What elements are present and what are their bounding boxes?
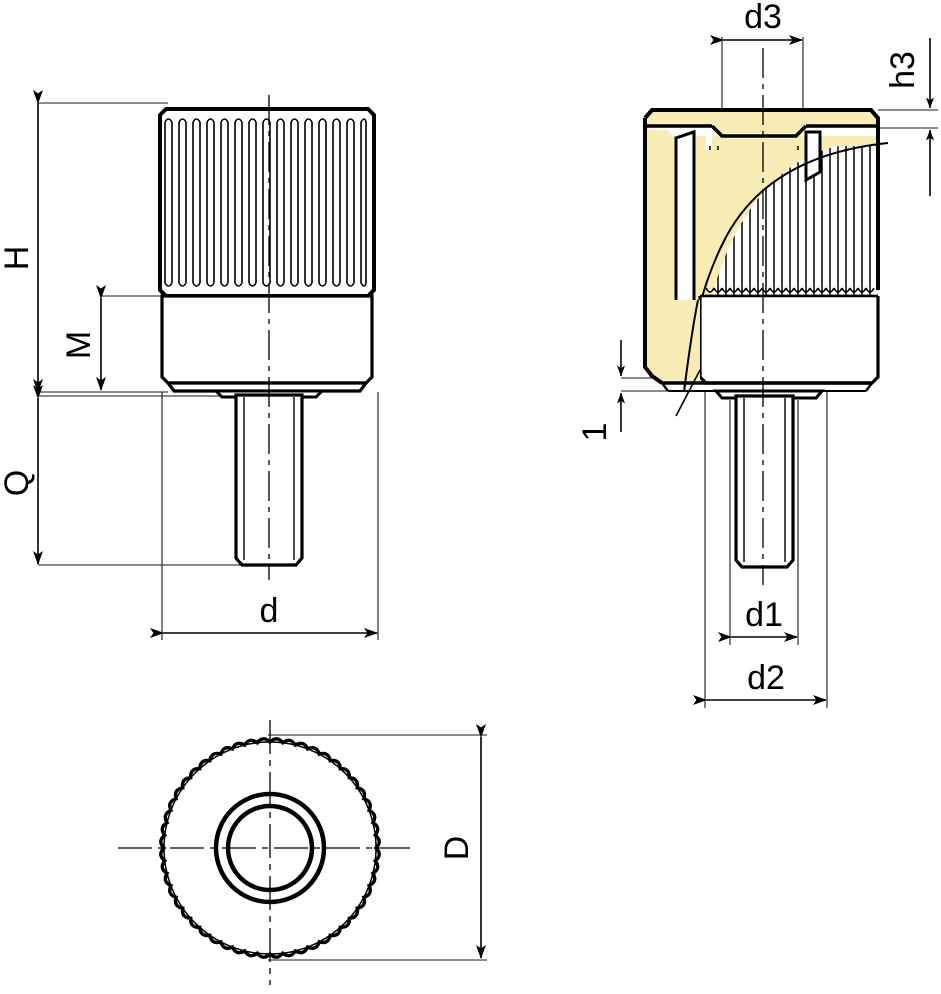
dimension-label-H: H <box>0 246 36 271</box>
dimension-h3: h3 <box>884 38 934 196</box>
section-threaded-shaft <box>734 394 795 569</box>
plan-extension-lines <box>268 734 487 961</box>
knob-collar <box>160 294 374 393</box>
dimension-label-1: 1 <box>576 423 614 442</box>
dimension-label-d3: d3 <box>744 0 782 36</box>
dimension-Q: Q <box>0 385 43 565</box>
dimension-d: d <box>150 592 378 638</box>
dimension-d2: d2 <box>693 659 827 705</box>
section-view: d3 h3 1 d1 d2 <box>576 0 938 708</box>
front-extension-lines <box>38 102 379 640</box>
dimension-label-D: D <box>438 836 476 861</box>
dimension-label-d2: d2 <box>747 659 785 697</box>
knurl-ribs <box>164 118 367 287</box>
dimension-label-h3: h3 <box>884 51 922 89</box>
plan-view: D <box>118 720 487 985</box>
dimension-d3: d3 <box>710 0 803 45</box>
dimension-d1: d1 <box>718 596 798 642</box>
dimension-label-M: M <box>60 331 98 359</box>
section-extension-lines <box>621 37 938 708</box>
dimension-1: 1 <box>576 340 625 442</box>
knob-head <box>158 107 376 298</box>
dimension-H: H <box>0 90 43 393</box>
dimension-label-d1: d1 <box>745 596 783 634</box>
dimension-M: M <box>60 285 106 391</box>
section-body <box>643 108 889 417</box>
dimension-label-Q: Q <box>0 470 36 496</box>
plan-centerlines <box>118 720 410 985</box>
dimension-label-d: d <box>260 592 279 630</box>
front-elevation-view: H M Q d <box>0 90 379 640</box>
dimension-D: D <box>438 724 486 959</box>
